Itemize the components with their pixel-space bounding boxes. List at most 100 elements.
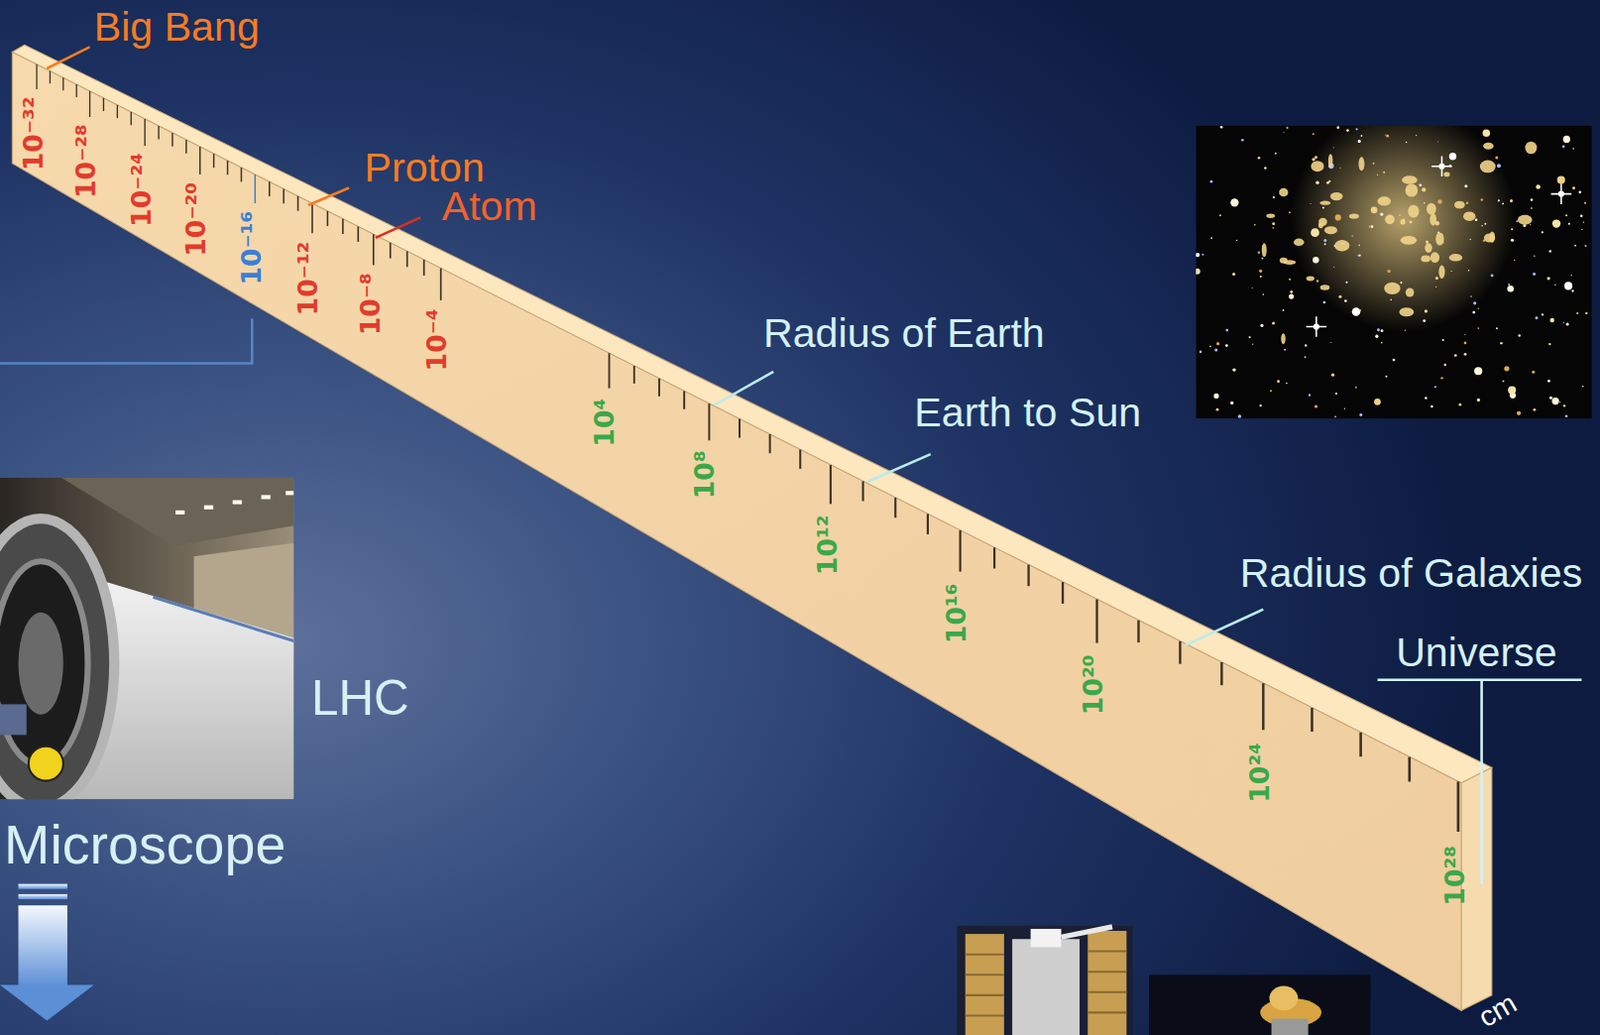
star [1434, 385, 1437, 388]
light [261, 494, 271, 499]
galaxy [1429, 213, 1437, 226]
star [1313, 323, 1320, 330]
star [1214, 347, 1218, 351]
star [1276, 379, 1280, 383]
star [1322, 207, 1325, 210]
star [1358, 139, 1362, 143]
star [1315, 181, 1319, 185]
cluster-glow [1195, 125, 1592, 419]
leader-line [1185, 609, 1263, 646]
galaxy [1384, 215, 1395, 226]
star-spike [1431, 156, 1453, 178]
scale-callout: Earth to Sun [914, 391, 1142, 433]
magnet-ring [0, 518, 115, 800]
scale-number: 10⁻²⁸ [72, 123, 100, 199]
tick-mark [423, 259, 426, 276]
tick-mark [49, 71, 51, 85]
star [1572, 186, 1576, 190]
star [1584, 244, 1587, 247]
star [1282, 131, 1284, 133]
tag [28, 746, 64, 782]
antenna [1061, 926, 1113, 937]
scale-number: 10¹⁶ [942, 582, 970, 644]
tick-mark [1095, 599, 1098, 644]
star [1336, 125, 1340, 129]
tick-mark [357, 226, 360, 241]
galaxy [1383, 282, 1400, 295]
star [1565, 414, 1569, 418]
star [1464, 184, 1468, 188]
scale-number: 10⁻¹⁶ [237, 211, 265, 286]
arrow-bar [18, 884, 68, 890]
star [1262, 293, 1265, 296]
tick-mark [389, 242, 392, 259]
tick-mark [116, 105, 118, 118]
star [1458, 403, 1462, 407]
star [1529, 224, 1531, 226]
star [1382, 171, 1385, 174]
star [1477, 398, 1481, 402]
tick-mark [157, 125, 159, 140]
star [1468, 269, 1471, 272]
galaxy [1398, 307, 1414, 317]
star [1531, 370, 1535, 374]
star [1328, 180, 1331, 183]
star [1371, 225, 1374, 229]
leader-line [308, 187, 349, 206]
star [1477, 327, 1480, 330]
tick-mark [35, 64, 37, 90]
star [1230, 401, 1234, 405]
star [1580, 215, 1584, 219]
star [1497, 199, 1500, 202]
star [1437, 199, 1443, 205]
instrument-label: LHC [311, 674, 410, 723]
star [1260, 257, 1263, 260]
star [1425, 240, 1429, 244]
arrow-bar [18, 894, 68, 900]
star [1494, 155, 1498, 159]
star [1415, 134, 1417, 136]
star [1371, 206, 1378, 214]
star [1430, 405, 1433, 408]
galaxy [1334, 239, 1350, 252]
galaxy [1324, 226, 1338, 234]
star [1289, 290, 1293, 294]
tick-mark [297, 196, 300, 212]
star [1564, 281, 1573, 290]
star [1435, 276, 1439, 280]
galaxy [1424, 242, 1432, 253]
tick-mark [633, 365, 636, 384]
tick-mark [1027, 565, 1029, 586]
tick-mark [342, 219, 344, 234]
tick-mark [406, 250, 409, 267]
star [1324, 242, 1327, 245]
star [1516, 411, 1521, 416]
satellite-body [1271, 1019, 1309, 1035]
tick-mark [327, 211, 330, 227]
scale-number: 10²⁰ [1079, 655, 1107, 716]
ruler-top [11, 44, 1492, 783]
star [1252, 287, 1254, 289]
star [1454, 353, 1458, 357]
galaxy [1443, 172, 1450, 178]
tick-mark [993, 547, 996, 569]
star [1424, 309, 1428, 313]
arrow-head [0, 985, 95, 1022]
galaxy [1318, 222, 1324, 229]
tick-mark [254, 174, 256, 204]
tick-mark [926, 513, 929, 535]
star [1344, 408, 1346, 410]
leader-line [1480, 680, 1484, 885]
star [1308, 393, 1311, 396]
star [1440, 376, 1443, 379]
galaxy [1405, 183, 1419, 197]
star [1230, 198, 1239, 207]
star [1549, 318, 1554, 323]
tick-mark [143, 118, 145, 146]
galaxy [1265, 214, 1275, 219]
tick-mark [799, 449, 801, 468]
star [1195, 268, 1200, 275]
star [1386, 269, 1390, 273]
star [1422, 319, 1426, 323]
star [1563, 135, 1571, 143]
